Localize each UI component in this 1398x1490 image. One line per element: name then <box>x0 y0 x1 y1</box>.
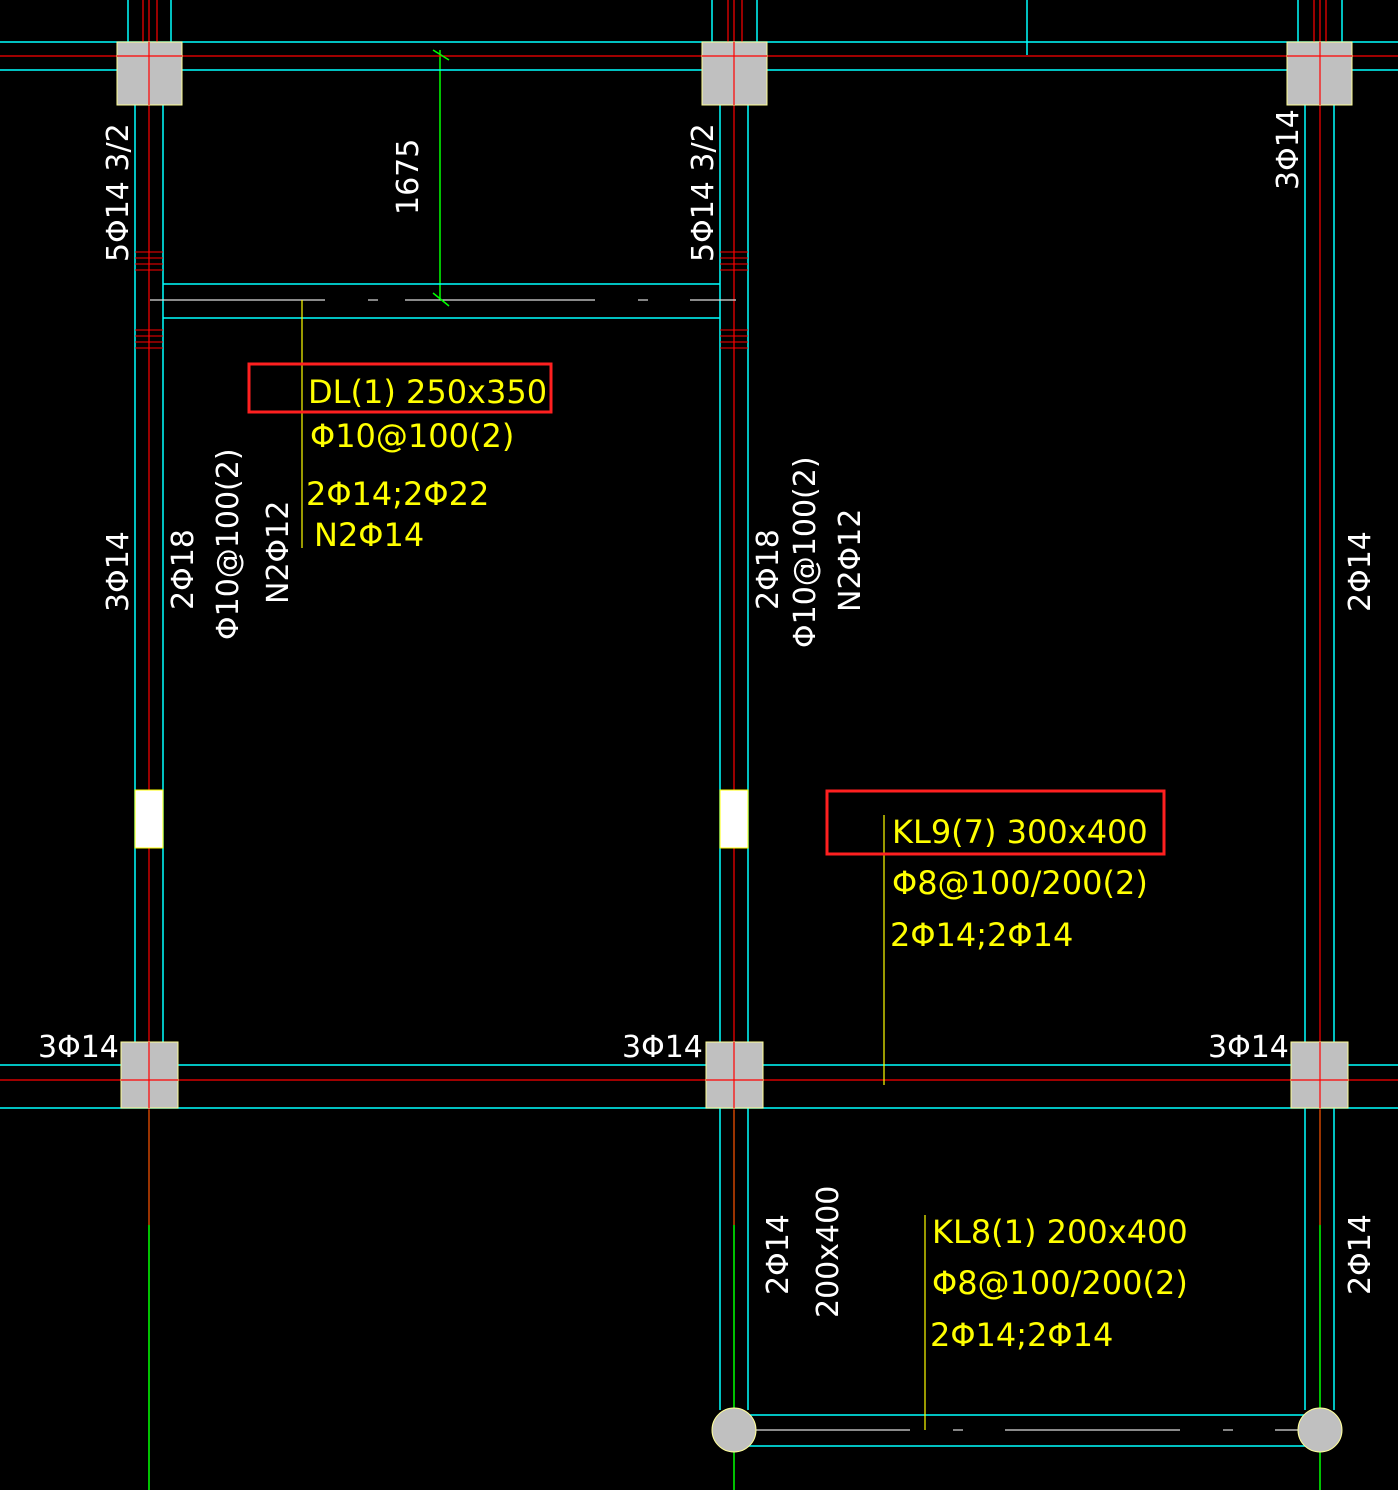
left-col-top-bars: 5Φ14 3/2 <box>101 123 136 262</box>
kl9-title: KL9(7) 300x400 <box>892 813 1148 851</box>
bottom-beam-right-bars: 3Φ14 <box>1208 1030 1289 1065</box>
highlight-kl9 <box>825 789 1166 856</box>
left-col-bottom-bars: 3Φ14 <box>101 531 136 612</box>
kl8-stirrup: Φ8@100/200(2) <box>932 1264 1188 1302</box>
leader-lines <box>301 300 926 1430</box>
mid-col-top-bars: 5Φ14 3/2 <box>686 123 721 262</box>
kl8-title: KL8(1) 200x400 <box>932 1213 1188 1251</box>
kl9-rebar: 2Φ14;2Φ14 <box>890 916 1073 954</box>
beam-edges-horizontal <box>0 41 1398 1447</box>
kl9-stirrup: Φ8@100/200(2) <box>892 864 1148 902</box>
mid-col-side-torsion: N2Φ12 <box>833 509 868 612</box>
left-col-side-stirrup: Φ10@100(2) <box>211 448 246 640</box>
column-axis-marks <box>117 42 1352 1108</box>
lower-left-beam-bars: 2Φ14 <box>761 1214 796 1295</box>
beam-edges-vertical <box>127 0 1343 1410</box>
right-col-top-bars: 3Φ14 <box>1271 109 1306 190</box>
dimension-line <box>432 49 450 307</box>
kl8-rebar: 2Φ14;2Φ14 <box>930 1316 1113 1354</box>
left-col-side-top: 2Φ18 <box>166 529 201 610</box>
left-col-side-torsion: N2Φ12 <box>261 501 296 604</box>
dl1-rebar: 2Φ14;2Φ22 <box>306 475 489 513</box>
dimension-text: 1675 <box>391 139 426 215</box>
mid-col-side-stirrup: Φ10@100(2) <box>788 456 823 648</box>
right-col-side-bars: 2Φ14 <box>1343 531 1378 612</box>
lower-left-beam-size: 200x400 <box>811 1186 846 1318</box>
column-round-right <box>1297 1407 1343 1453</box>
column-round-left <box>711 1407 757 1453</box>
dl1-title: DL(1) 250x350 <box>308 373 547 411</box>
axis-lines <box>0 0 1398 1225</box>
highlight-boxes <box>247 362 1166 856</box>
lower-right-bars: 2Φ14 <box>1343 1214 1378 1295</box>
column-hatches <box>135 251 748 349</box>
beam-centerlines <box>150 299 1305 1431</box>
mid-col-side-top: 2Φ18 <box>751 529 786 610</box>
opening-left <box>134 789 164 849</box>
dl1-torsion: N2Φ14 <box>314 516 424 554</box>
dl1-stirrup: Φ10@100(2) <box>310 417 514 455</box>
bottom-beam-mid-bars: 3Φ14 <box>622 1030 703 1065</box>
opening-mid <box>719 789 749 849</box>
openings <box>134 789 749 849</box>
highlight-dl1 <box>247 362 553 414</box>
bottom-beam-left-bars: 3Φ14 <box>38 1030 119 1065</box>
